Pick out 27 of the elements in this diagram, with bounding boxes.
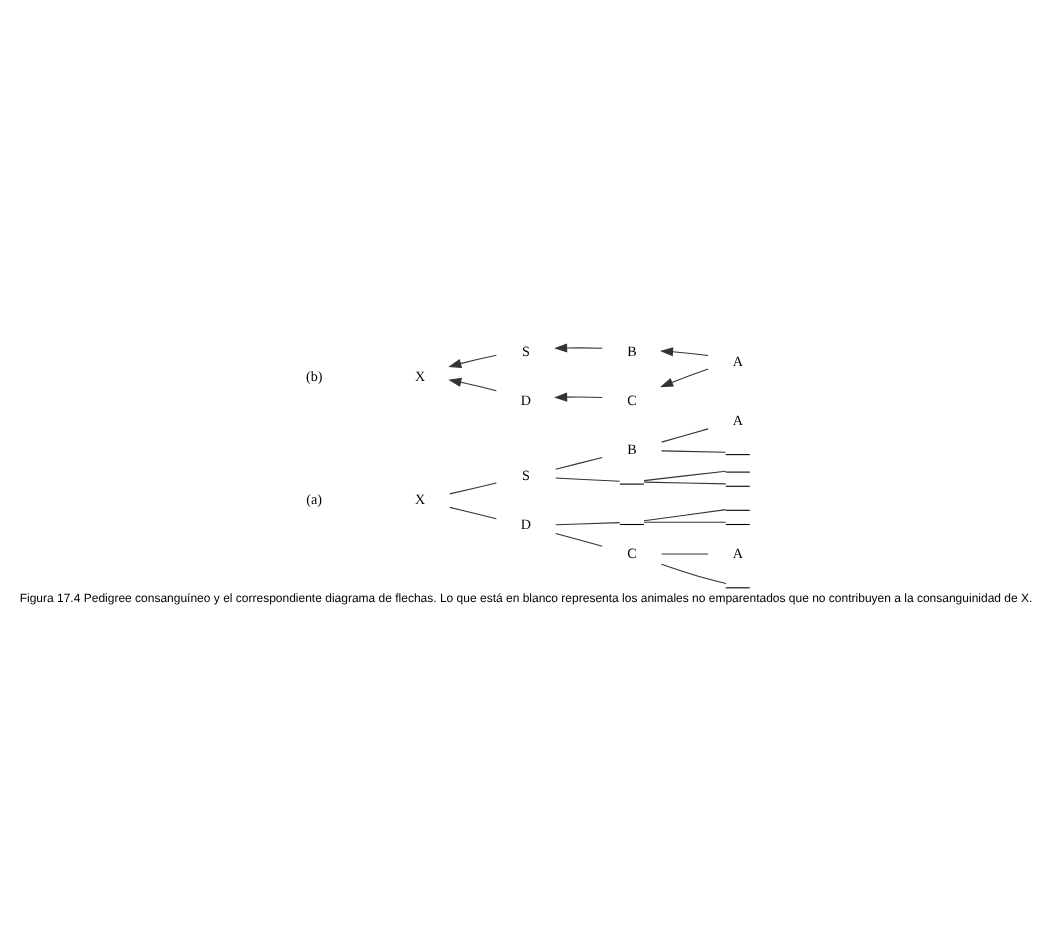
connector: [643, 520, 727, 522]
node-bar: [725, 522, 751, 525]
connector: [449, 481, 497, 494]
connector: [449, 505, 497, 519]
node-bar: [725, 453, 751, 455]
connector: [660, 562, 727, 583]
node-bar: [619, 522, 645, 525]
connector: [555, 476, 621, 481]
arrow: [448, 353, 497, 367]
connector: [643, 480, 727, 484]
connector: [643, 508, 727, 521]
node-bar: [725, 586, 751, 588]
connector: [661, 427, 709, 442]
arrow: [554, 342, 603, 352]
arrow: [554, 391, 603, 401]
connector: [555, 521, 621, 525]
connector: [555, 455, 603, 469]
node-bar: [725, 508, 751, 510]
connector: [555, 531, 603, 546]
node-bar: [725, 484, 751, 486]
node-bar: [725, 470, 751, 472]
connector: [643, 469, 727, 481]
arrow: [448, 376, 497, 391]
node-bar: [619, 482, 645, 484]
connector: [661, 449, 726, 452]
arrow: [660, 367, 709, 387]
arrow: [659, 346, 709, 356]
